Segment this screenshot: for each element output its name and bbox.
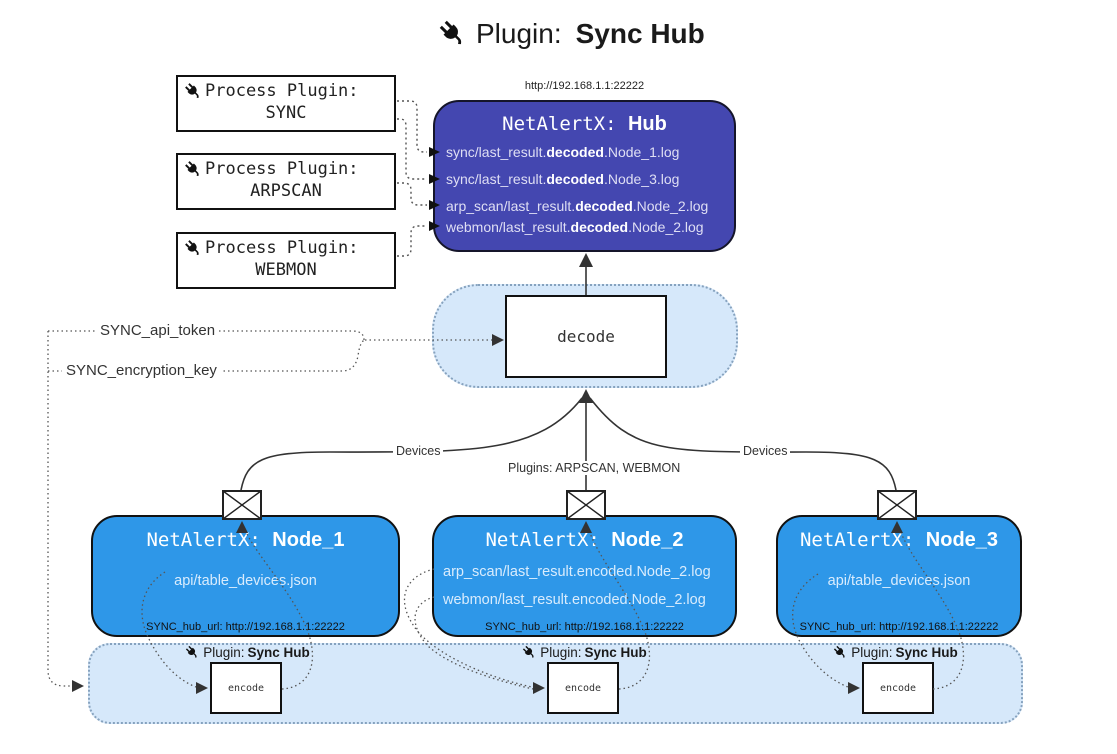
hub-log-line: webmon/last_result.decoded.Node_2.log [446, 219, 704, 235]
node-1-box: NetAlertX: Node_1 api/table_devices.json… [91, 515, 400, 637]
hub-title: NetAlertX: Hub [435, 113, 734, 136]
node-title: NetAlertX: Node_3 [799, 529, 999, 551]
sync-encryption-key-label: SYNC_encryption_key [62, 362, 221, 379]
page-title-name: Sync Hub [575, 18, 705, 49]
page-title-prefix: Plugin: [476, 18, 562, 49]
process-plugin-arpscan-box: Process Plugin: ARPSCAN [176, 153, 396, 210]
page-title: Plugin: Sync Hub [438, 18, 705, 50]
node-hub-url: SYNC_hub_url: http://192.168.1.1:22222 [799, 621, 999, 633]
encode-box: encode [862, 662, 934, 714]
node-hub-url: SYNC_hub_url: http://192.168.1.1:22222 [146, 621, 345, 633]
hub-log-line: sync/last_result.decoded.Node_3.log [446, 171, 680, 187]
plug-icon [184, 159, 203, 178]
plug-icon [184, 238, 203, 257]
process-plugin-label: Process Plugin: [205, 238, 359, 258]
node-2-box: NetAlertX: Node_2 arp_scan/last_result.e… [432, 515, 737, 637]
decode-box: decode [505, 295, 667, 378]
process-plugin-label: Process Plugin: [205, 159, 359, 179]
plugin-connectors [397, 100, 427, 257]
envelope-icon [877, 490, 917, 520]
node-file: api/table_devices.json [174, 573, 317, 589]
process-plugin-label: Process Plugin: [205, 81, 359, 101]
hub-title-name: Hub [627, 113, 667, 135]
devices-left-label: Devices [393, 444, 444, 458]
encoder-plugin-label: Plugin: Sync Hub [180, 645, 315, 660]
node-title: NetAlertX: Node_1 [146, 529, 345, 551]
encode-box: encode [547, 662, 619, 714]
node-file: api/table_devices.json [827, 573, 971, 589]
plug-icon [833, 645, 848, 660]
encoder-plugin-label: Plugin: Sync Hub [517, 645, 652, 660]
hub-title-prefix: NetAlertX: [502, 113, 628, 135]
process-plugin-sync-box: Process Plugin: SYNC [176, 75, 396, 132]
hub-url: http://192.168.1.1:22222 [524, 80, 645, 92]
encode-box: encode [210, 662, 282, 714]
plugins-mid-label: Plugins: ARPSCAN, WEBMON [505, 461, 684, 475]
process-plugin-webmon-box: Process Plugin: WEBMON [176, 232, 396, 289]
node-3-box: NetAlertX: Node_3 api/table_devices.json… [776, 515, 1022, 637]
sync-api-token-label: SYNC_api_token [96, 322, 220, 339]
route-key-to-encoders [47, 331, 72, 687]
process-plugin-name: WEBMON [255, 260, 317, 280]
hub-log-line: sync/last_result.decoded.Node_1.log [446, 144, 680, 160]
plug-icon [522, 645, 537, 660]
encoder-plugin-label: Plugin: Sync Hub [828, 645, 963, 660]
envelope-icon [222, 490, 262, 520]
envelope-icon [566, 490, 606, 520]
node-file: arp_scan/last_result.encoded.Node_2.log [443, 564, 711, 580]
plug-icon [184, 81, 203, 100]
plug-icon [185, 645, 200, 660]
node-hub-url: SYNC_hub_url: http://192.168.1.1:22222 [485, 621, 684, 633]
node-title: NetAlertX: Node_2 [485, 529, 684, 551]
node-file: webmon/last_result.encoded.Node_2.log [443, 592, 706, 608]
process-plugin-name: SYNC [265, 103, 307, 123]
arrowhead-to-decode [579, 389, 593, 403]
plug-icon [438, 19, 468, 49]
devices-right-label: Devices [740, 444, 791, 458]
arrowhead-into-encode-container [72, 680, 84, 692]
arrowhead-to-hub [579, 253, 593, 267]
hub-log-line: arp_scan/last_result.decoded.Node_2.log [446, 198, 709, 214]
hub-box: NetAlertX: Hub sync/last_result.decoded.… [433, 100, 736, 252]
process-plugin-name: ARPSCAN [250, 181, 322, 201]
